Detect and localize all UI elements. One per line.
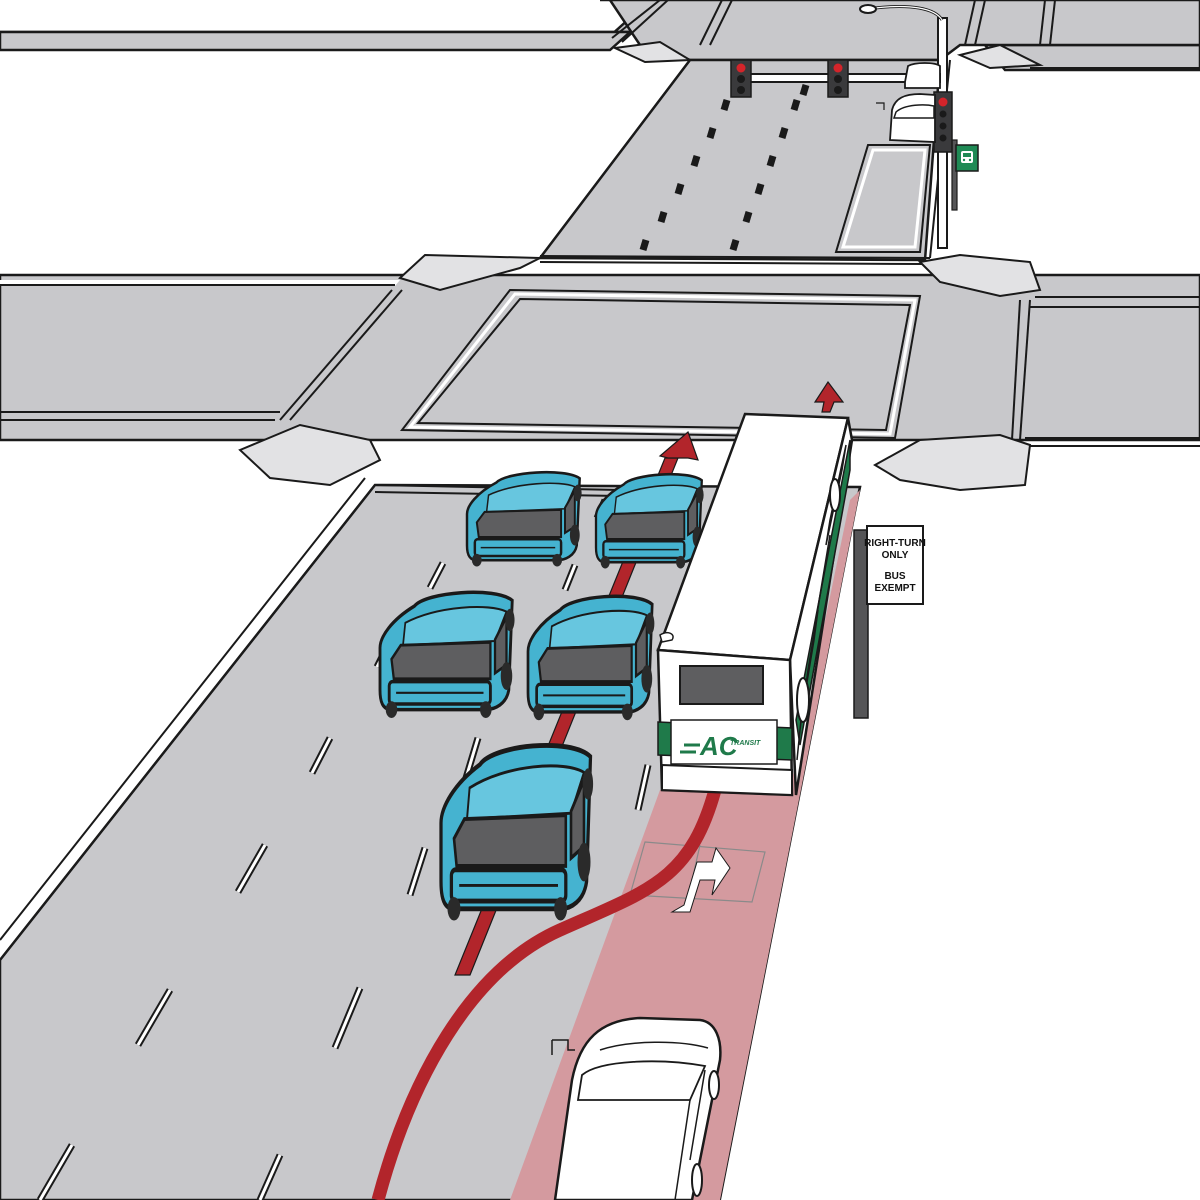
white-car xyxy=(551,1016,722,1200)
far-cross-street xyxy=(0,0,1200,72)
traffic-signal xyxy=(827,59,849,98)
upper-lane-dashes xyxy=(639,83,810,252)
sign-line-3: BUS xyxy=(884,571,905,582)
bus-logo-subtext: TRANSIT xyxy=(730,740,761,747)
sign-line-4: EXEMPT xyxy=(874,583,915,594)
sign-line-2: ONLY xyxy=(882,550,909,561)
right-turn-only-sign: RIGHT-TURN ONLY BUS EXEMPT xyxy=(853,525,926,719)
main-cross-street xyxy=(0,255,1200,447)
bus-icon xyxy=(961,151,973,163)
traffic-signal xyxy=(933,91,953,153)
bus: AC TRANSIT xyxy=(656,412,854,797)
right-turn-arrow-icon xyxy=(670,846,731,913)
bus-logo: AC TRANSIT xyxy=(680,731,761,761)
bus-stop-sign xyxy=(955,144,979,172)
distant-car xyxy=(876,62,941,143)
curb-corners xyxy=(238,253,1042,492)
sign-line-1: RIGHT-TURN xyxy=(864,538,926,549)
bus-path-arrow xyxy=(371,380,845,1200)
traffic-signal xyxy=(730,59,752,98)
bus-logo-text: AC xyxy=(699,731,739,761)
